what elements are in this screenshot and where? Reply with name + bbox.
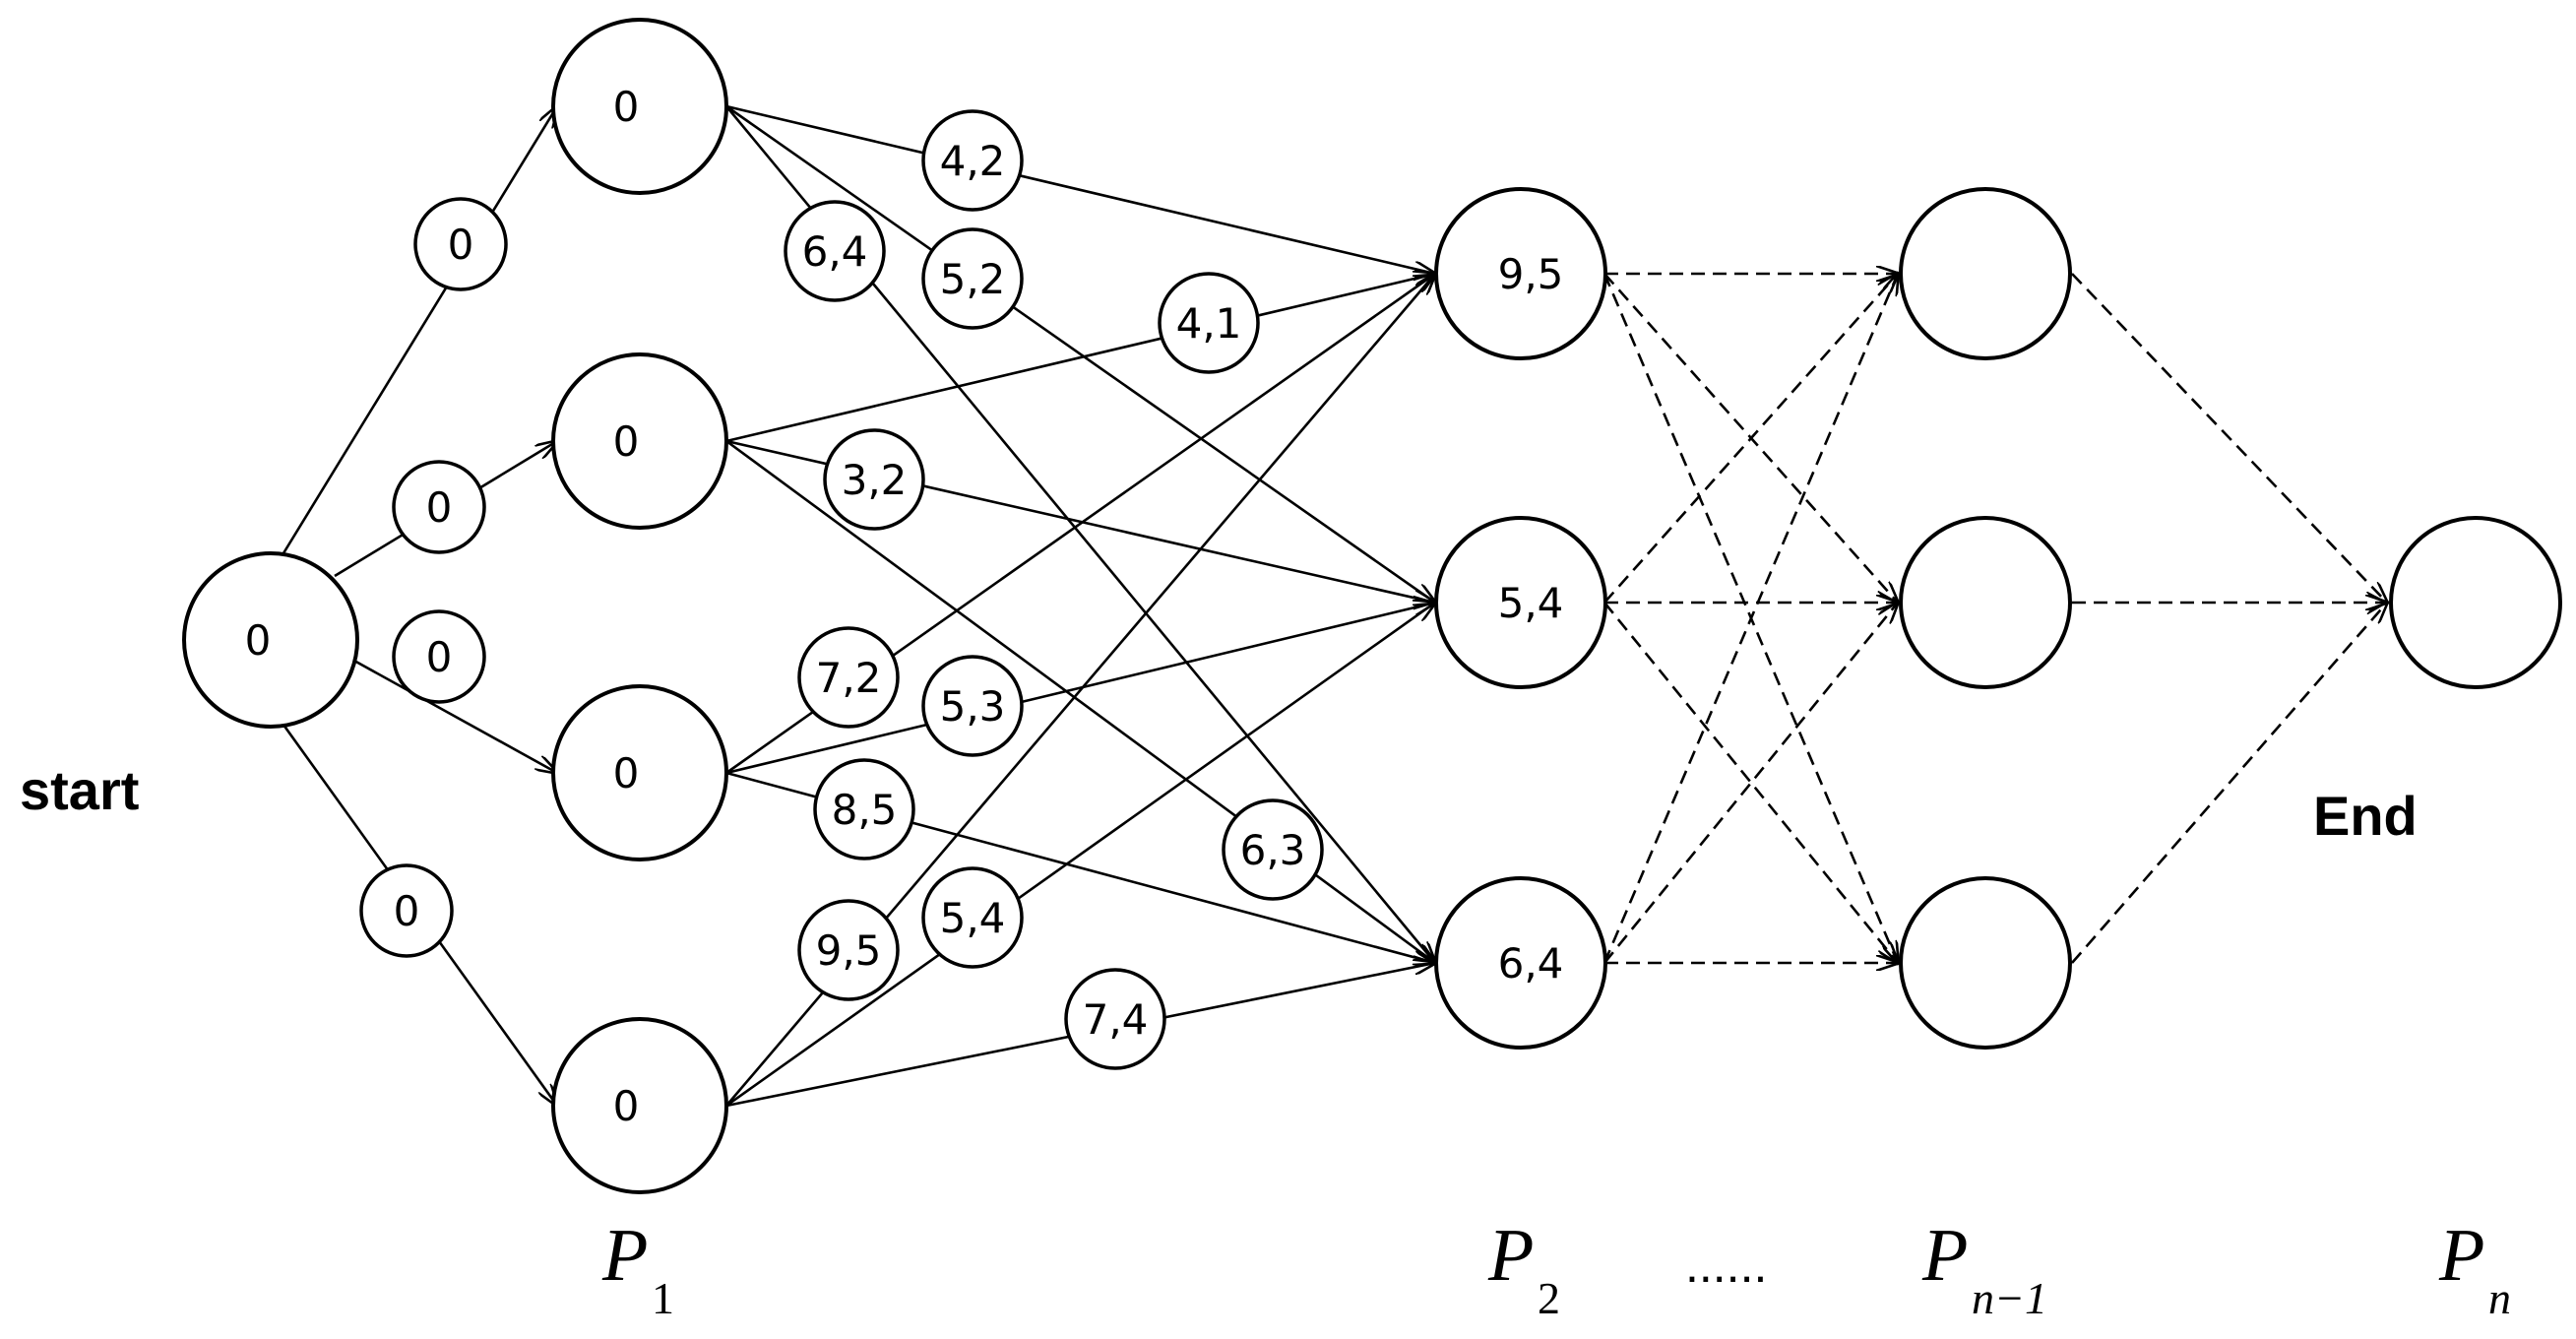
edge-weight-bubble: 4,1 (1158, 272, 1260, 374)
end-label: End (2313, 785, 2418, 847)
edge-weight-label: 4,2 (940, 137, 1006, 185)
edge-weight-bubble: 4,2 (921, 109, 1024, 212)
layer-label-subscript: 1 (652, 1273, 674, 1323)
p2-node: 6,4 (1434, 876, 1607, 1050)
layer-label-p2: P 2 (1487, 1214, 1560, 1323)
edge-weight-label: 0 (426, 633, 453, 681)
end-node (2389, 516, 2562, 689)
p1-node: 0 (551, 18, 728, 195)
pn1-node (1899, 516, 2072, 689)
p2-to-pn1-edges (1602, 274, 1898, 964)
p1-node-value: 0 (613, 749, 640, 797)
edge-weight-bubble: 6,4 (784, 200, 886, 302)
layer-ellipsis: ...... (1685, 1238, 1767, 1293)
edge-weight-bubble: 0 (392, 460, 486, 554)
edge-weight-label: 9,5 (816, 926, 882, 975)
edge-start-p1c (334, 648, 557, 773)
layer-label-subscript: n−1 (1972, 1273, 2047, 1323)
p2-node: 5,4 (1434, 516, 1607, 689)
start-node: 0 (182, 551, 359, 729)
edge-dashed (1602, 274, 1898, 964)
edge-dashed (2071, 273, 2387, 603)
edge-p1d-p2b (725, 603, 1435, 1108)
layer-label-subscript: n (2488, 1273, 2511, 1323)
p2-node-value: 6,4 (1498, 939, 1564, 988)
edge-weight-bubble: 5,2 (921, 227, 1024, 330)
p1-node-value: 0 (613, 1082, 640, 1130)
pn1-node (1899, 876, 2072, 1050)
edge-start-p1a (274, 106, 557, 567)
edge-weight-label: 5,2 (940, 255, 1006, 303)
edge-weight-bubble: 0 (413, 197, 508, 291)
edge-weight-label: 4,1 (1176, 299, 1242, 348)
edge-weight-bubble: 0 (359, 863, 454, 958)
edge-weight-label: 0 (448, 221, 474, 269)
p2-layer-nodes: 9,5 5,4 6,4 (1434, 187, 1607, 1050)
edge-weight-bubble: 6,3 (1222, 798, 1324, 901)
layer-label-main: P (1921, 1214, 1968, 1297)
edge-weight-label: 0 (394, 887, 420, 935)
edge-dashed (1602, 603, 1898, 964)
edge-p1b-p2a (725, 274, 1435, 443)
pn1-layer-nodes (1899, 187, 2072, 1050)
edge-weight-bubble: 9,5 (797, 899, 900, 1001)
edge-weight-bubble: 0 (392, 609, 486, 704)
p1-node-value: 0 (613, 417, 640, 466)
edge-weight-label: 7,2 (816, 654, 882, 702)
layer-label-subscript: 2 (1538, 1273, 1560, 1323)
edge-weight-bubble: 7,4 (1064, 968, 1166, 1070)
edge-p1a-p2a (725, 104, 1435, 274)
pn1-node (1899, 187, 2072, 360)
p2-node-value: 5,4 (1498, 579, 1564, 627)
edge-weight-label: 7,4 (1083, 995, 1149, 1044)
start-node-value: 0 (245, 616, 272, 665)
layer-label-pn: P n (2438, 1214, 2511, 1323)
edge-p1b-p2c (725, 439, 1435, 963)
p1-layer-nodes: 0 0 0 0 (551, 18, 728, 1194)
edge-dashed (1602, 602, 1898, 963)
start-edge-weights: 0 0 0 0 (359, 197, 508, 958)
p2-node: 9,5 (1434, 187, 1607, 360)
p1-node: 0 (551, 352, 728, 530)
edge-weight-bubble: 8,5 (813, 758, 915, 861)
layer-label-main: P (2438, 1214, 2484, 1297)
layer-label-p1: P 1 (601, 1214, 674, 1323)
layer-label-main: P (1487, 1214, 1534, 1297)
p1-p2-edge-weights: 4,2 6,4 5,2 4,1 3,2 7,2 5,3 8,5 (784, 109, 1324, 1070)
edge-p1a-p2b (725, 104, 1435, 603)
edge-weight-bubble: 3,2 (823, 428, 925, 531)
edge-weight-label: 0 (426, 483, 453, 532)
layer-label-main: P (601, 1214, 648, 1297)
start-label: start (20, 759, 139, 821)
edge-weight-label: 8,5 (832, 786, 898, 834)
edge-weight-label: 6,4 (802, 227, 868, 276)
edge-dashed (1603, 274, 1898, 604)
p1-node-value: 0 (613, 83, 640, 131)
p1-node: 0 (551, 684, 728, 861)
edge-weight-bubble: 7,2 (797, 626, 900, 729)
pn1-to-end-edges (2071, 273, 2387, 964)
edge-weight-bubble: 5,3 (921, 655, 1024, 757)
edge-weight-label: 6,3 (1240, 826, 1306, 874)
p2-node-value: 9,5 (1498, 250, 1564, 298)
edge-weight-label: 3,2 (842, 456, 908, 504)
layer-label-pn-1: P n−1 (1921, 1214, 2047, 1323)
p1-node: 0 (551, 1017, 728, 1194)
edge-weight-label: 5,3 (940, 682, 1006, 731)
edge-dashed (2071, 603, 2387, 964)
edge-weight-bubble: 5,4 (921, 866, 1024, 969)
edge-weight-label: 5,4 (940, 894, 1006, 942)
